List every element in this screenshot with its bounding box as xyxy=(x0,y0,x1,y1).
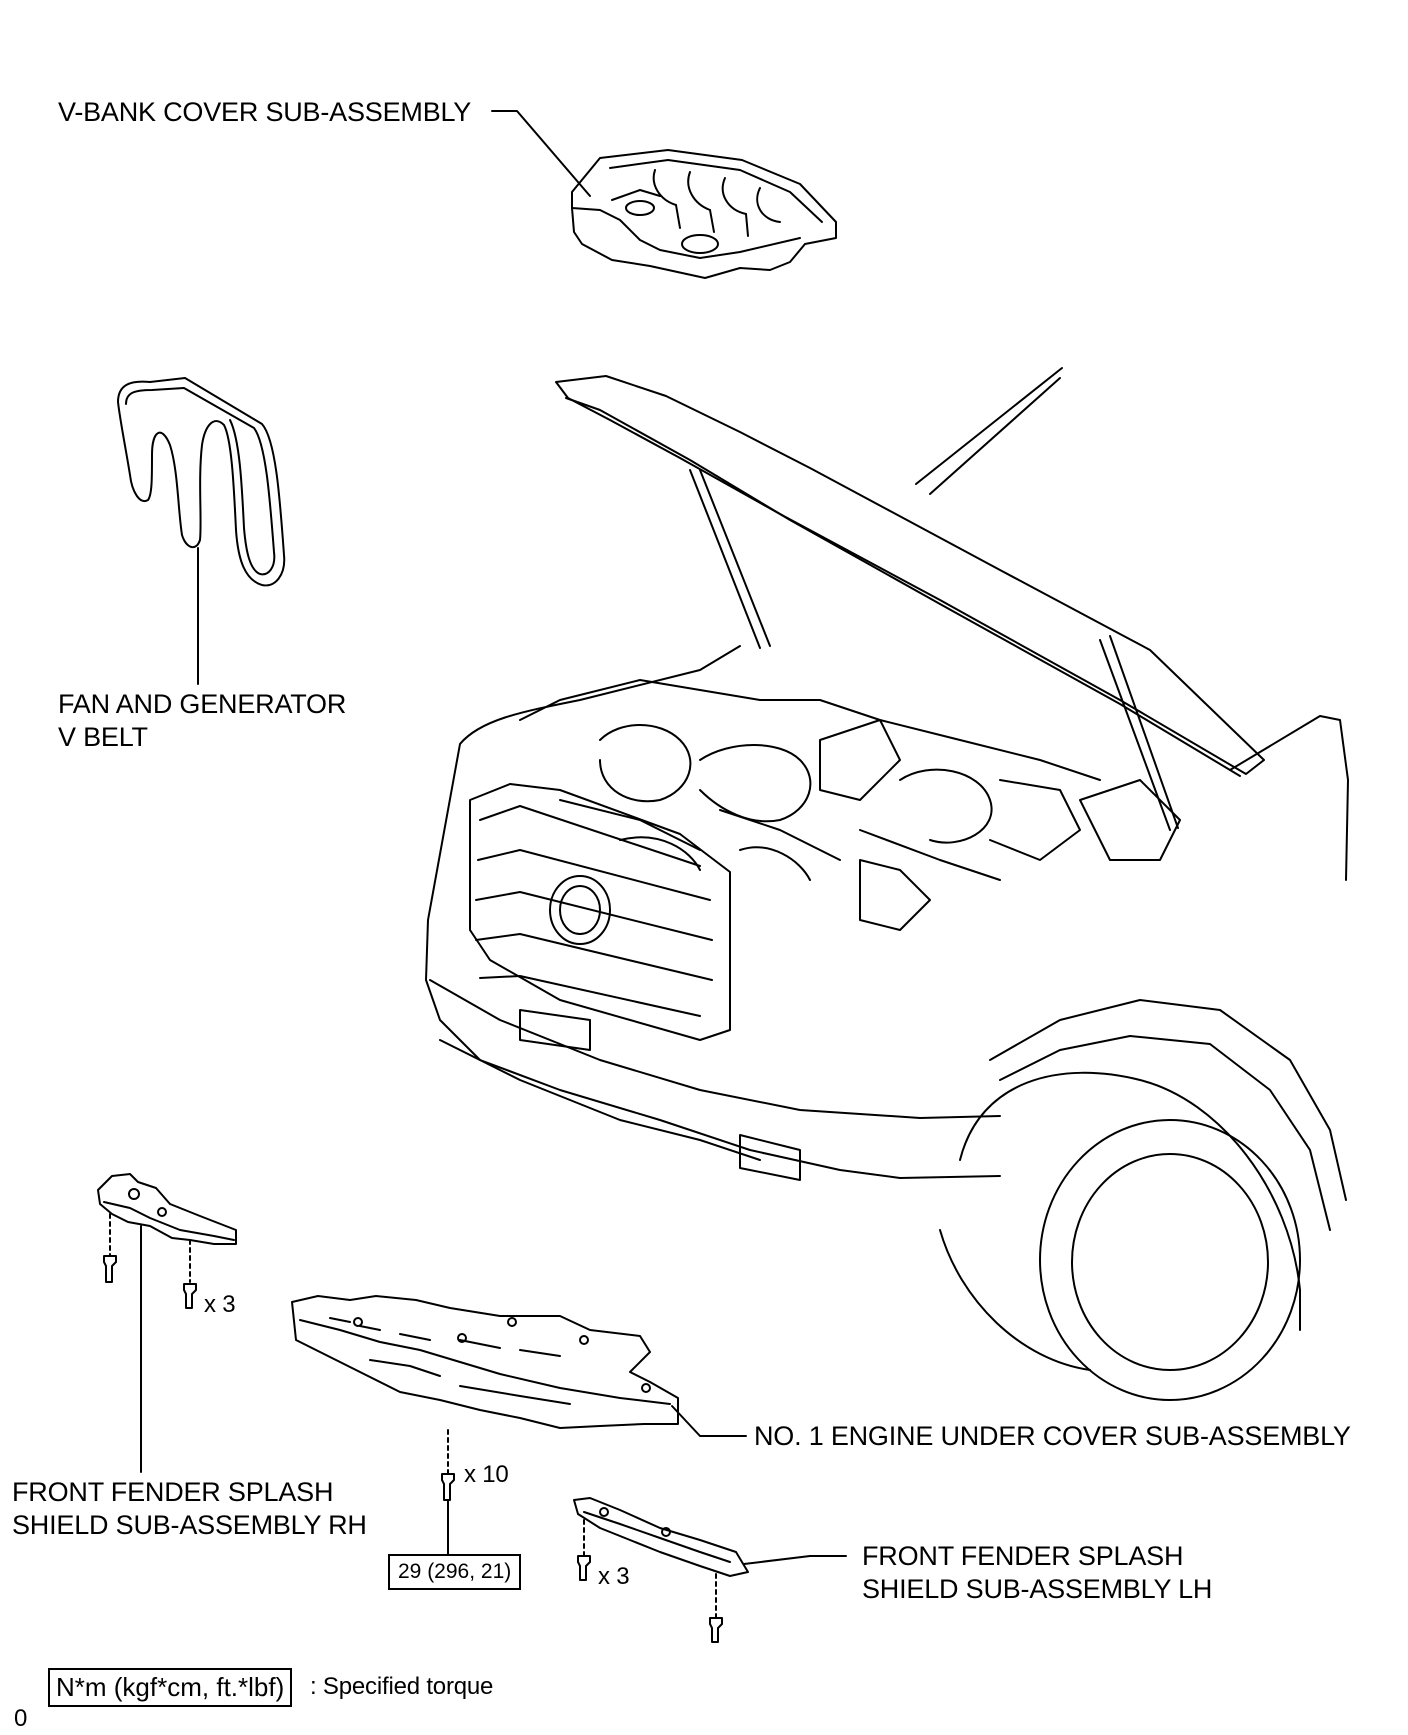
torque-legend-description: : Specified torque xyxy=(310,1673,494,1700)
fan-belt-label-line2: V BELT xyxy=(58,722,148,752)
rh-bolt-count: x 3 xyxy=(204,1291,236,1318)
under-cover-bolt-count: x 10 xyxy=(464,1461,509,1488)
fan-belt-label-line1: FAN AND GENERATOR xyxy=(58,689,347,719)
under-cover-label: NO. 1 ENGINE UNDER COVER SUB-ASSEMBLY xyxy=(754,1421,1351,1451)
splash-lh-label-line2: SHIELD SUB-ASSEMBLY LH xyxy=(862,1574,1213,1604)
figure-footer-code: 0 xyxy=(14,1705,28,1732)
engine-under-cover-illustration xyxy=(291,1295,679,1501)
v-bank-leader-line xyxy=(491,110,591,197)
torque-spec-box: 29 (296, 21) xyxy=(388,1554,522,1590)
torque-unit-legend-box: N*m (kgf*cm, ft.*lbf) xyxy=(48,1668,293,1707)
lh-bolt-count: x 3 xyxy=(598,1563,630,1590)
v-belt-illustration xyxy=(117,377,286,587)
splash-shield-lh-illustration xyxy=(573,1497,749,1643)
splash-rh-label-line2: SHIELD SUB-ASSEMBLY RH xyxy=(12,1510,367,1540)
splash-shield-rh-illustration xyxy=(97,1173,237,1309)
v-bank-cover-illustration xyxy=(571,149,837,279)
under-cover-leader-line xyxy=(671,1405,747,1437)
vehicle-front-illustration xyxy=(425,367,1349,1401)
splash-lh-label-line1: FRONT FENDER SPLASH xyxy=(862,1541,1184,1571)
v-bank-cover-label: V-BANK COVER SUB-ASSEMBLY xyxy=(58,97,472,127)
splash-lh-leader-line xyxy=(743,1555,847,1565)
splash-rh-label-line1: FRONT FENDER SPLASH xyxy=(12,1477,334,1507)
